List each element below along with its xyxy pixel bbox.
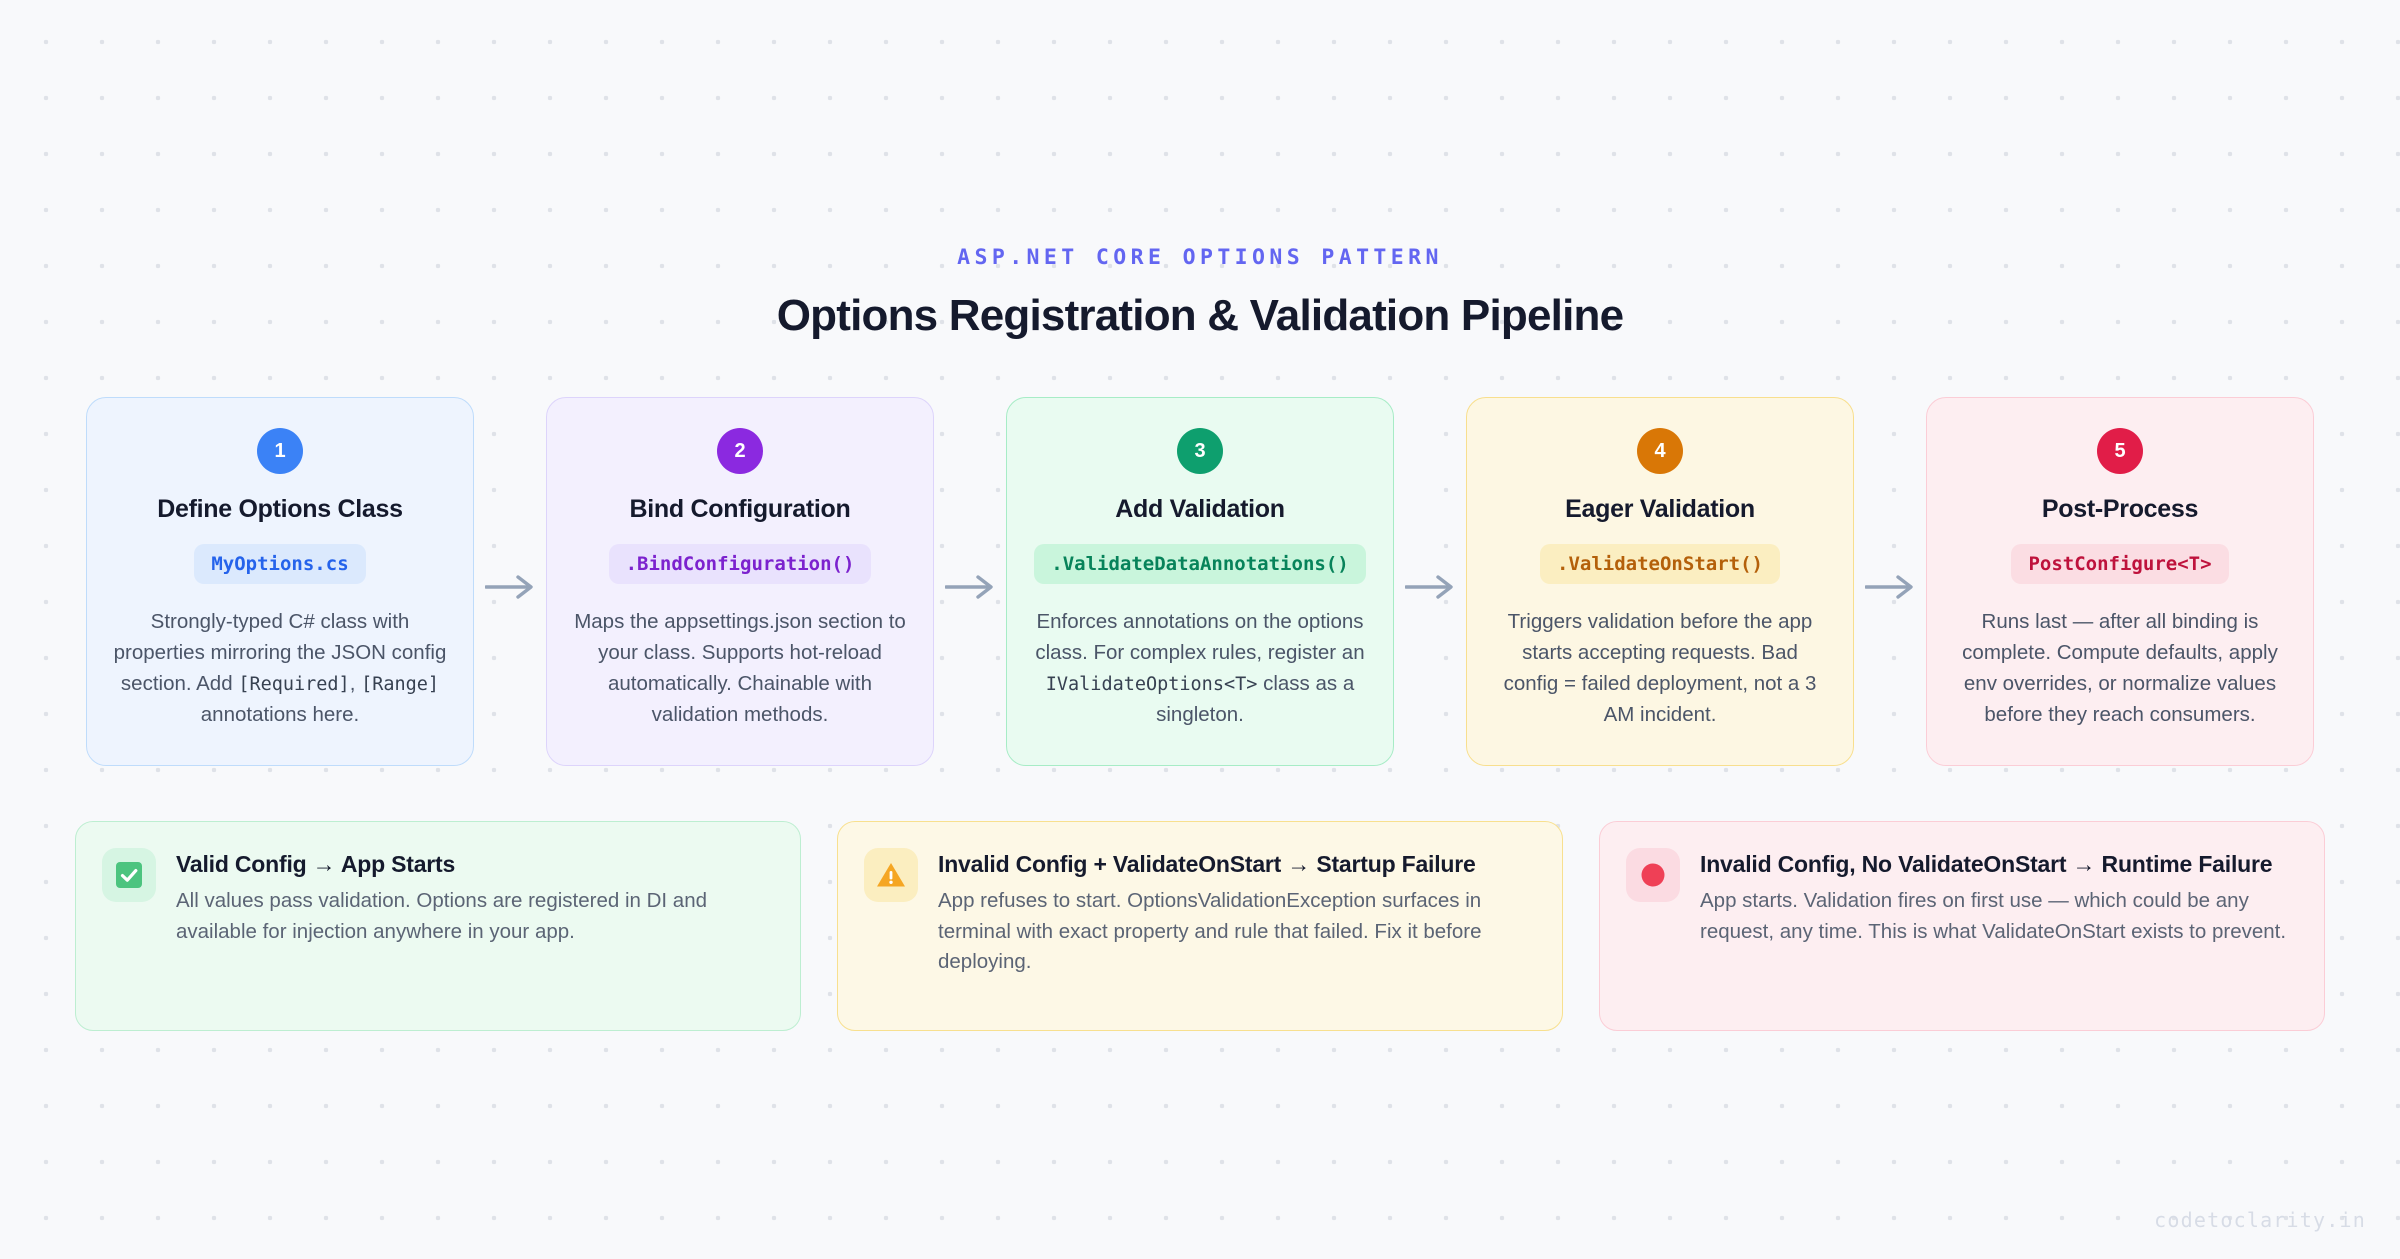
page-title: Options Registration & Validation Pipeli… <box>776 291 1624 340</box>
outcome-body: Invalid Config, No ValidateOnStart → Run… <box>1700 848 2294 947</box>
inline-code-token: [Range] <box>361 674 440 696</box>
step-code-chip: MyOptions.cs <box>194 544 366 584</box>
step-title: Post-Process <box>2041 495 2199 523</box>
arrow-right-icon <box>474 397 546 777</box>
eyebrow-label: ASP.NET CORE OPTIONS PATTERN <box>957 245 1443 270</box>
outcome-card: Invalid Config + ValidateOnStart → Start… <box>837 821 1563 1031</box>
arrow-right-icon <box>1394 397 1466 777</box>
step-title: Eager Validation <box>1565 495 1755 523</box>
step-number-badge: 5 <box>2097 428 2143 474</box>
arrow-right-icon <box>934 397 1006 777</box>
outcome-description: All values pass validation. Options are … <box>176 889 708 943</box>
step-description: Enforces annotations on the options clas… <box>1035 610 1365 727</box>
step-description: Strongly-typed C# class with properties … <box>113 610 447 727</box>
outcome-title: Invalid Config, No ValidateOnStart → Run… <box>1700 851 2273 877</box>
watermark: codetoclarity.in <box>2154 1208 2366 1232</box>
step-code-chip: PostConfigure<T> <box>2011 544 2229 584</box>
step-number-badge: 3 <box>1177 428 1223 474</box>
step-number-badge: 4 <box>1637 428 1683 474</box>
arrow-right-icon <box>1854 397 1926 777</box>
red-circle-icon <box>1626 848 1680 902</box>
warning-triangle-icon <box>864 848 918 902</box>
header: ASP.NET CORE OPTIONS PATTERN Options Reg… <box>777 245 1624 341</box>
step-title: Add Validation <box>1115 495 1285 523</box>
outcome-title: Invalid Config + ValidateOnStart → Start… <box>938 851 1476 877</box>
step-code-chip: .BindConfiguration() <box>608 544 872 584</box>
step-title: Define Options Class <box>157 495 403 523</box>
outcome-title: Valid Config → App Starts <box>176 851 456 877</box>
inline-code-token: IValidateOptions<T> <box>1045 674 1258 696</box>
step-description: Triggers validation before the app start… <box>1503 610 1817 727</box>
step-code-chip: .ValidateOnStart() <box>1540 544 1780 584</box>
step-code-chip: .ValidateDataAnnotations() <box>1034 544 1366 584</box>
outcome-body: Invalid Config + ValidateOnStart → Start… <box>938 848 1532 977</box>
step-number-badge: 1 <box>257 428 303 474</box>
step-description: Runs last — after all binding is complet… <box>1962 610 2278 727</box>
inline-code-token: [Required] <box>238 674 350 696</box>
outcome-description: App refuses to start. OptionsValidationE… <box>938 889 1482 974</box>
outcome-description: App starts. Validation fires on first us… <box>1700 889 2287 943</box>
outcome-card: Invalid Config, No ValidateOnStart → Run… <box>1599 821 2325 1031</box>
step-description: Maps the appsettings.json section to you… <box>574 610 906 727</box>
step-number-badge: 2 <box>717 428 763 474</box>
check-square-icon <box>102 848 156 902</box>
step-title: Bind Configuration <box>629 495 851 523</box>
